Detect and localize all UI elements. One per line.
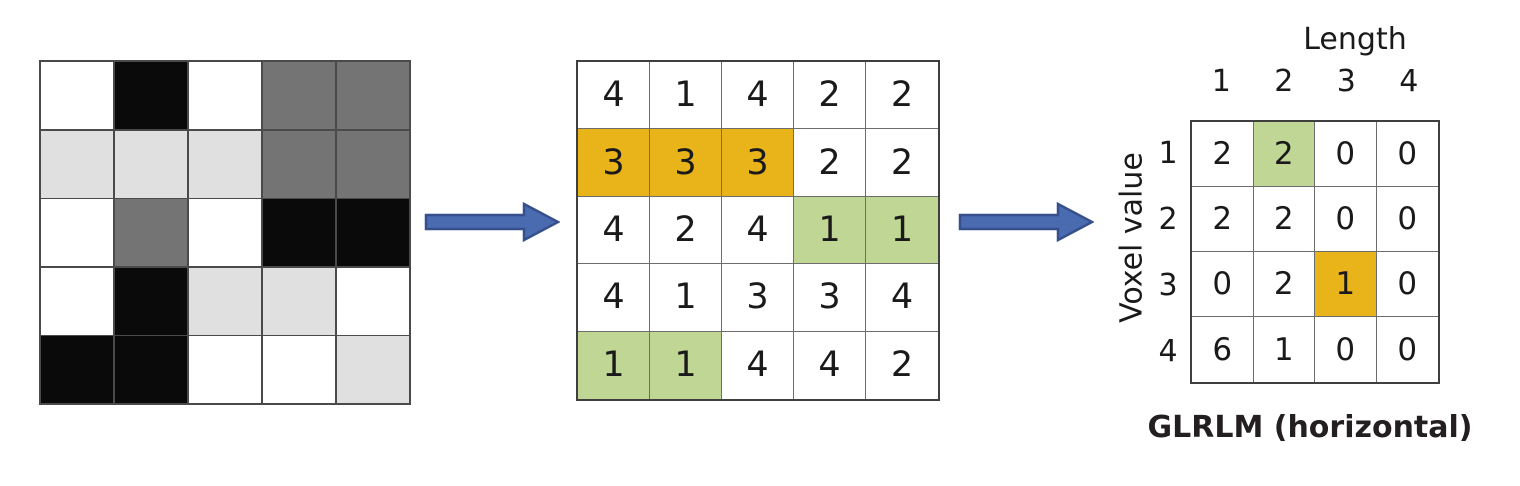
value-cell-r1-c4: 2 bbox=[794, 62, 866, 130]
value-cell-r5-c5: 2 bbox=[866, 331, 938, 399]
glrlm-cell-r3-c4: 0 bbox=[1376, 252, 1438, 317]
glrlm-row-header-1: 1 bbox=[1158, 135, 1178, 171]
glrlm-voxel-value-axis-label: Voxel value bbox=[1114, 152, 1150, 323]
glrlm-col-header-1: 1 bbox=[1211, 64, 1231, 99]
voxel-cell-r5-c3 bbox=[188, 336, 262, 403]
glrlm-col-header-3: 3 bbox=[1336, 64, 1356, 99]
value-cell-r3-c4: 1 bbox=[794, 196, 866, 265]
value-cell-r1-c5: 2 bbox=[866, 62, 938, 130]
glrlm-cell-r1-c1: 2 bbox=[1192, 122, 1254, 187]
value-cell-r4-c3: 3 bbox=[722, 264, 794, 332]
voxel-cell-r2-c5 bbox=[336, 130, 409, 198]
glrlm-row-header-4: 4 bbox=[1158, 333, 1178, 369]
voxel-cell-r4-c4 bbox=[262, 267, 336, 335]
voxel-cell-r3-c3 bbox=[188, 199, 262, 266]
value-cell-r4-c2: 1 bbox=[650, 264, 722, 332]
glrlm-column-headers: 1 2 3 4 bbox=[1190, 64, 1440, 99]
glrlm-cell-r1-c4: 0 bbox=[1376, 122, 1438, 187]
voxel-cell-r1-c5 bbox=[336, 62, 409, 129]
glrlm-row-headers: 1 2 3 4 bbox=[1152, 120, 1184, 384]
value-cell-r4-c5: 4 bbox=[866, 264, 938, 332]
value-cell-r1-c3: 4 bbox=[722, 62, 794, 130]
glrlm-col-header-2: 2 bbox=[1274, 64, 1294, 99]
value-cell-r3-c3: 4 bbox=[722, 196, 794, 265]
voxel-cell-r5-c5 bbox=[336, 336, 409, 403]
value-cell-r3-c1: 4 bbox=[578, 196, 650, 265]
glrlm-col-header-4: 4 bbox=[1399, 64, 1419, 99]
glrlm-cell-r4-c1: 6 bbox=[1192, 317, 1254, 382]
glrlm-cell-r4-c2: 1 bbox=[1253, 317, 1315, 382]
voxel-cell-r5-c1 bbox=[41, 336, 114, 403]
glrlm-length-axis-title: Length bbox=[1303, 22, 1407, 57]
value-cell-r2-c2: 3 bbox=[650, 129, 722, 197]
value-cell-r3-c2: 2 bbox=[650, 196, 722, 265]
voxel-cell-r2-c2 bbox=[114, 130, 188, 198]
glrlm-cell-r2-c2: 2 bbox=[1253, 187, 1315, 252]
grayscale-voxel-image bbox=[39, 60, 411, 405]
value-cell-r4-c1: 4 bbox=[578, 264, 650, 332]
value-cell-r2-c5: 2 bbox=[866, 129, 938, 197]
voxel-cell-r1-c3 bbox=[188, 62, 262, 129]
voxel-cell-r4-c2 bbox=[114, 267, 188, 335]
glrlm-cell-r3-c3: 1 bbox=[1315, 252, 1377, 317]
glrlm-cell-r2-c3: 0 bbox=[1315, 187, 1377, 252]
arrow-image-to-matrix bbox=[424, 201, 560, 243]
glrlm-row-header-3: 3 bbox=[1158, 267, 1178, 303]
glrlm-cell-r3-c1: 0 bbox=[1192, 252, 1254, 317]
value-cell-r3-c5: 1 bbox=[866, 196, 938, 265]
glrlm-cell-r2-c1: 2 bbox=[1192, 187, 1254, 252]
value-cell-r5-c3: 4 bbox=[722, 331, 794, 399]
voxel-cell-r1-c1 bbox=[41, 62, 114, 129]
glrlm-cell-r4-c4: 0 bbox=[1376, 317, 1438, 382]
value-cell-r4-c4: 3 bbox=[794, 264, 866, 332]
voxel-cell-r4-c1 bbox=[41, 267, 114, 335]
voxel-cell-r5-c4 bbox=[262, 336, 336, 403]
voxel-cell-r2-c4 bbox=[262, 130, 336, 198]
value-cell-r2-c4: 2 bbox=[794, 129, 866, 197]
glrlm-cell-r1-c2: 2 bbox=[1253, 122, 1315, 187]
glrlm-cell-r4-c3: 0 bbox=[1315, 317, 1377, 382]
glrlm-cell-r1-c3: 0 bbox=[1315, 122, 1377, 187]
voxel-cell-r1-c4 bbox=[262, 62, 336, 129]
value-cell-r2-c3: 3 bbox=[722, 129, 794, 197]
glrlm-cell-r3-c2: 2 bbox=[1253, 252, 1315, 317]
voxel-cell-r3-c5 bbox=[336, 199, 409, 266]
voxel-cell-r2-c1 bbox=[41, 130, 114, 198]
value-cell-r2-c1: 3 bbox=[578, 129, 650, 197]
value-cell-r5-c1: 1 bbox=[578, 331, 650, 399]
voxel-cell-r4-c3 bbox=[188, 267, 262, 335]
glrlm-cell-r2-c4: 0 bbox=[1376, 187, 1438, 252]
arrow-matrix-to-glrlm bbox=[958, 201, 1094, 243]
value-cell-r1-c2: 1 bbox=[650, 62, 722, 130]
voxel-cell-r3-c4 bbox=[262, 199, 336, 266]
glrlm-row-header-2: 2 bbox=[1158, 201, 1178, 237]
voxel-cell-r1-c2 bbox=[114, 62, 188, 129]
voxel-cell-r4-c5 bbox=[336, 267, 409, 335]
value-cell-r1-c1: 4 bbox=[578, 62, 650, 130]
value-cell-r5-c4: 4 bbox=[794, 331, 866, 399]
voxel-cell-r3-c2 bbox=[114, 199, 188, 266]
voxel-cell-r2-c3 bbox=[188, 130, 262, 198]
value-cell-r5-c2: 1 bbox=[650, 331, 722, 399]
voxel-cell-r3-c1 bbox=[41, 199, 114, 266]
voxel-cell-r5-c2 bbox=[114, 336, 188, 403]
glrlm-caption: GLRLM (horizontal) bbox=[1147, 410, 1473, 445]
